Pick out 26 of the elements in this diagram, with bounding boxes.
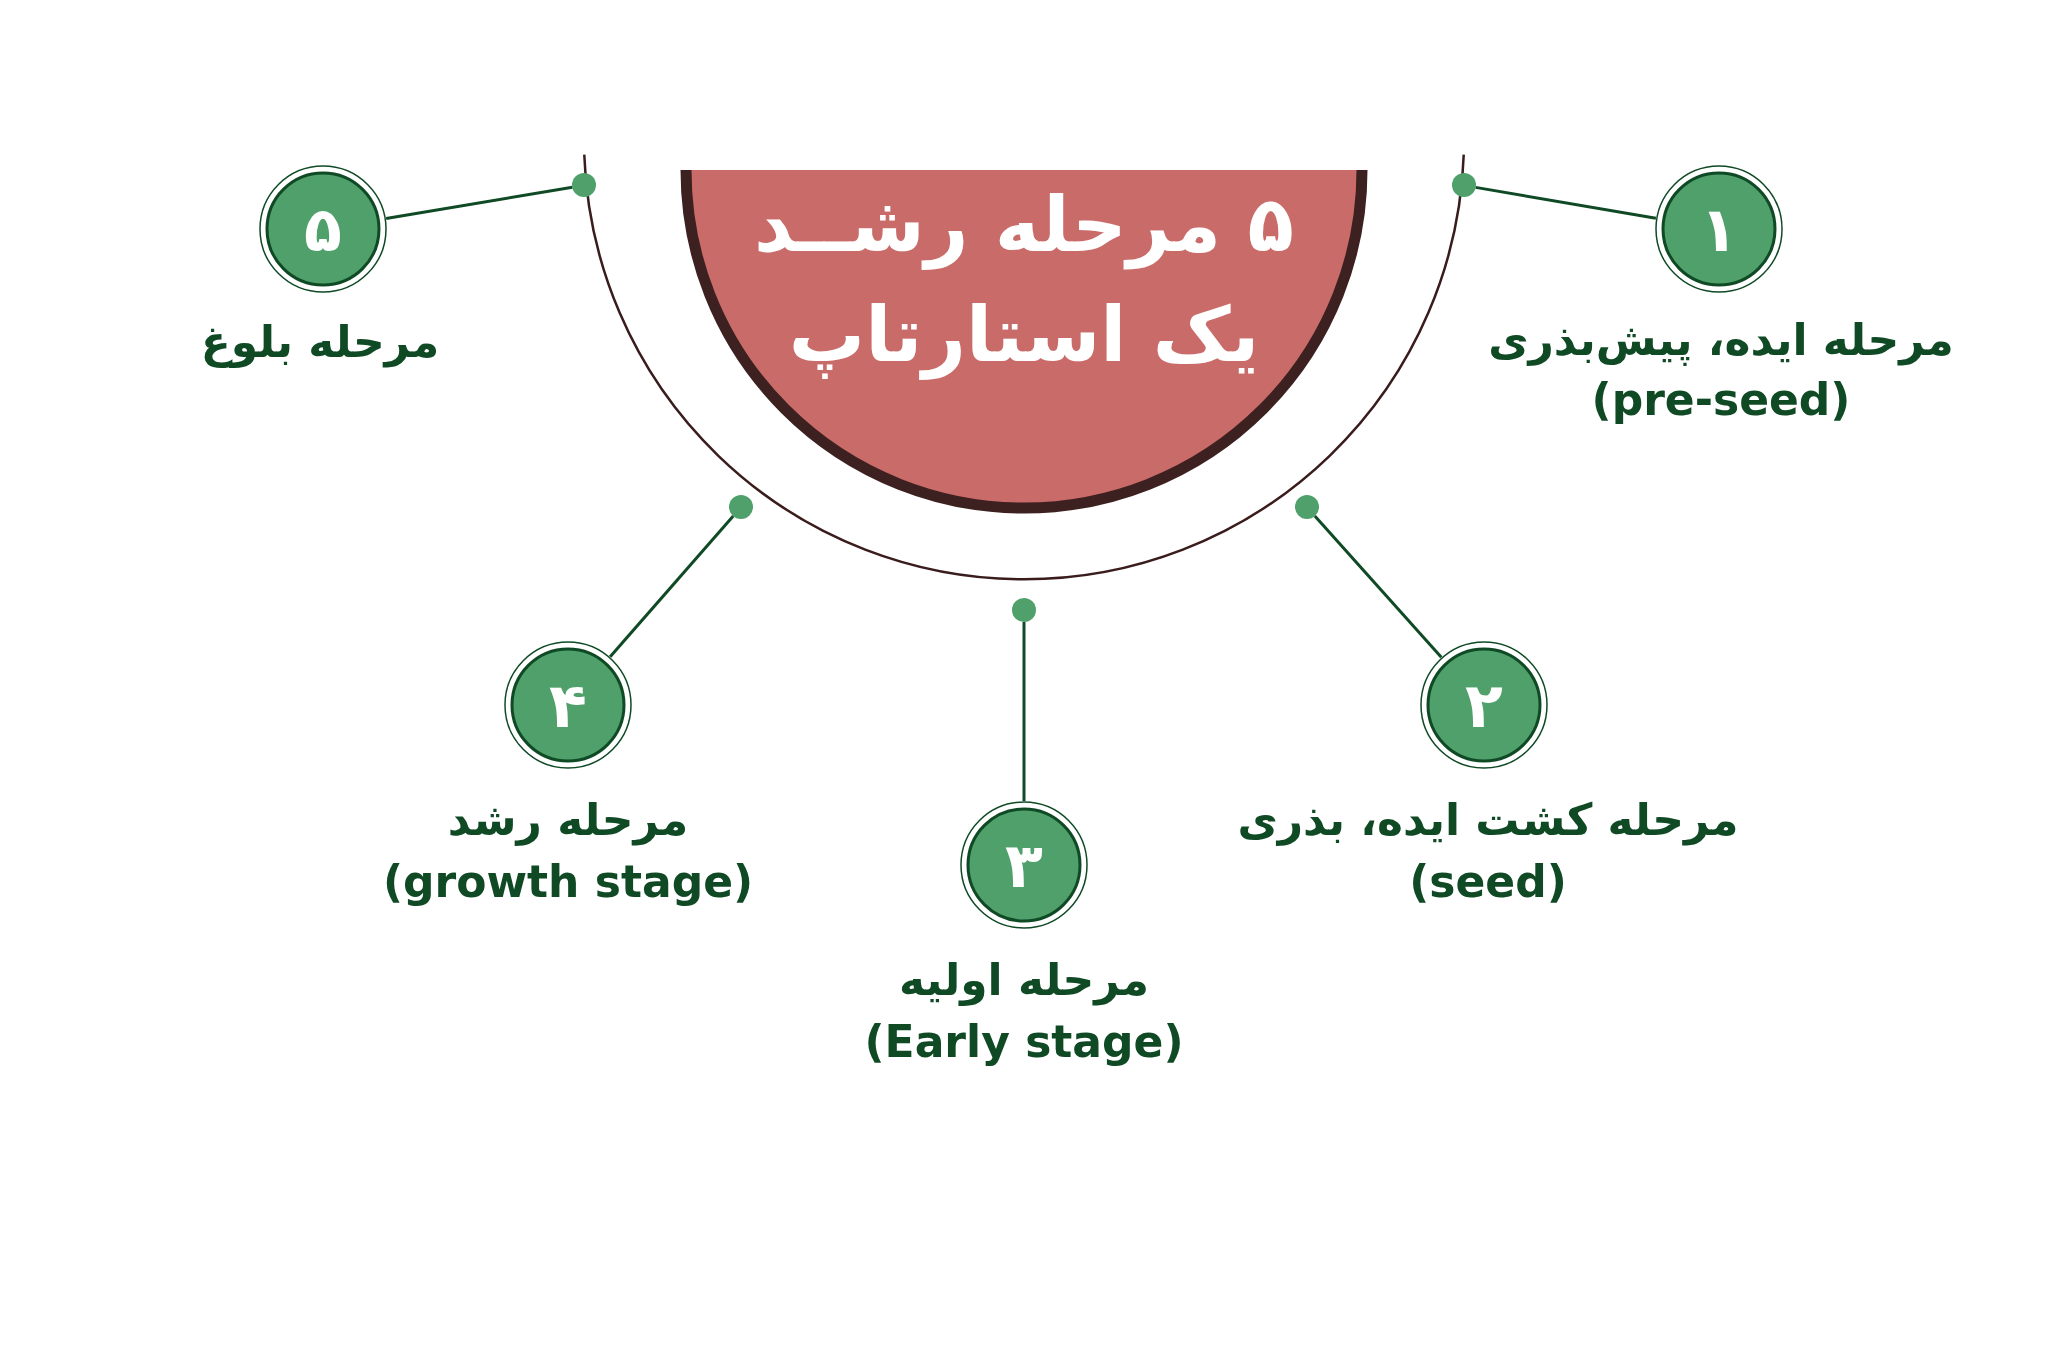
number-circle: ۱ [1655,165,1783,293]
stage-label: (seed) [1409,855,1567,909]
number-circle: ۲ [1420,641,1548,769]
stage-label: مرحله بلوغ [200,315,440,369]
stage-label: (Early stage) [864,1015,1184,1069]
number-circle: ۴ [504,641,632,769]
dot [572,173,597,198]
connector-line [1313,515,1443,659]
dot [729,495,754,520]
dot [1294,495,1319,520]
number-circle: ۳ [960,801,1088,929]
connector-line [385,185,573,220]
stage-label: مرحله اولیه [899,953,1149,1007]
dot [1012,598,1036,622]
connector-line [1475,185,1657,220]
stage-label: (pre-seed) [1591,373,1851,427]
connector-line [609,515,735,658]
stage-label: (growth stage) [382,855,754,909]
dot [1451,173,1476,198]
title-text: ۵ مرحله رشــد [754,179,1294,271]
stage-label: مرحله ایده، پیش‌بذری [1488,313,1954,367]
connector-line [1022,622,1026,801]
number-circle: ۵ [259,165,387,293]
title-text: یک استارتاپ [788,289,1260,381]
stage-label: مرحله رشد [447,793,689,847]
stage-label: مرحله کشت ایده، بذری [1237,793,1739,847]
